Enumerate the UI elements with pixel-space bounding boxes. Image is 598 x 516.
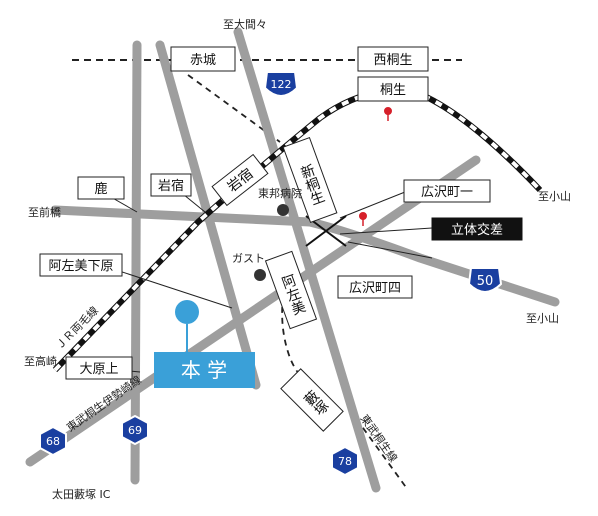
station-shika: 鹿 bbox=[94, 181, 107, 197]
dashed-road-akagi bbox=[187, 74, 281, 143]
road-diagonal-sw-ne bbox=[25, 155, 481, 467]
route-68-label: 68 bbox=[46, 435, 60, 448]
route-shields: 122 50 68 69 78 bbox=[39, 71, 503, 477]
road-west-east bbox=[50, 205, 315, 227]
route-50-label: 50 bbox=[477, 274, 494, 289]
route-78-label: 78 bbox=[338, 455, 352, 468]
label-koyama-bottom: 至小山 bbox=[526, 312, 559, 325]
box-yabuzuka: 藪塚 bbox=[280, 368, 344, 432]
university-label: 本 学 bbox=[181, 358, 227, 382]
shield-50: 50 bbox=[467, 267, 503, 293]
label-gusto: ガスト bbox=[232, 252, 265, 265]
university-box bbox=[154, 352, 255, 388]
shield-78: 78 bbox=[331, 445, 359, 477]
shield-122: 122 bbox=[263, 71, 299, 97]
station-rittai: 立体交差 bbox=[451, 222, 503, 238]
route-122-label: 122 bbox=[271, 78, 292, 91]
label-hospital: 東邦病院 bbox=[258, 186, 302, 200]
university-dot bbox=[175, 300, 199, 324]
station-iwajuku: 岩宿 bbox=[158, 178, 184, 194]
label-maebashi: 至前橋 bbox=[28, 205, 61, 219]
label-azuma: 至大間々 bbox=[223, 17, 267, 31]
station-boxes: 赤城 西桐生 桐生 鹿 岩宿 広沢町一 立体交差 広沢町四 阿左美下原 大原上 bbox=[39, 46, 523, 380]
route-69-label: 69 bbox=[128, 424, 142, 437]
shield-68: 68 bbox=[39, 425, 67, 457]
station-nishikiryu: 西桐生 bbox=[373, 53, 412, 68]
label-ota-ic: 太田藪塚 IC bbox=[52, 488, 111, 501]
station-ohara: 大原上 bbox=[79, 362, 118, 377]
shield-69: 69 bbox=[121, 414, 149, 446]
box-azami: 阿左美 bbox=[264, 250, 318, 330]
gusto-dot bbox=[254, 269, 266, 281]
station-hirosawa4: 広沢町四 bbox=[349, 281, 401, 296]
road-route-122 bbox=[233, 27, 381, 493]
road-route-69 bbox=[130, 40, 142, 485]
box-shinkiryu: 新桐生 bbox=[282, 136, 338, 224]
label-takasaki: 至高崎 bbox=[24, 354, 57, 368]
station-azamishita: 阿左美下原 bbox=[48, 259, 113, 274]
station-akagi: 赤城 bbox=[190, 53, 216, 68]
station-hirosawa1: 広沢町一 bbox=[421, 185, 473, 200]
label-koyama-top: 至小山 bbox=[538, 190, 571, 203]
hospital-dot bbox=[277, 204, 289, 216]
station-kiryu: 桐生 bbox=[380, 83, 406, 98]
